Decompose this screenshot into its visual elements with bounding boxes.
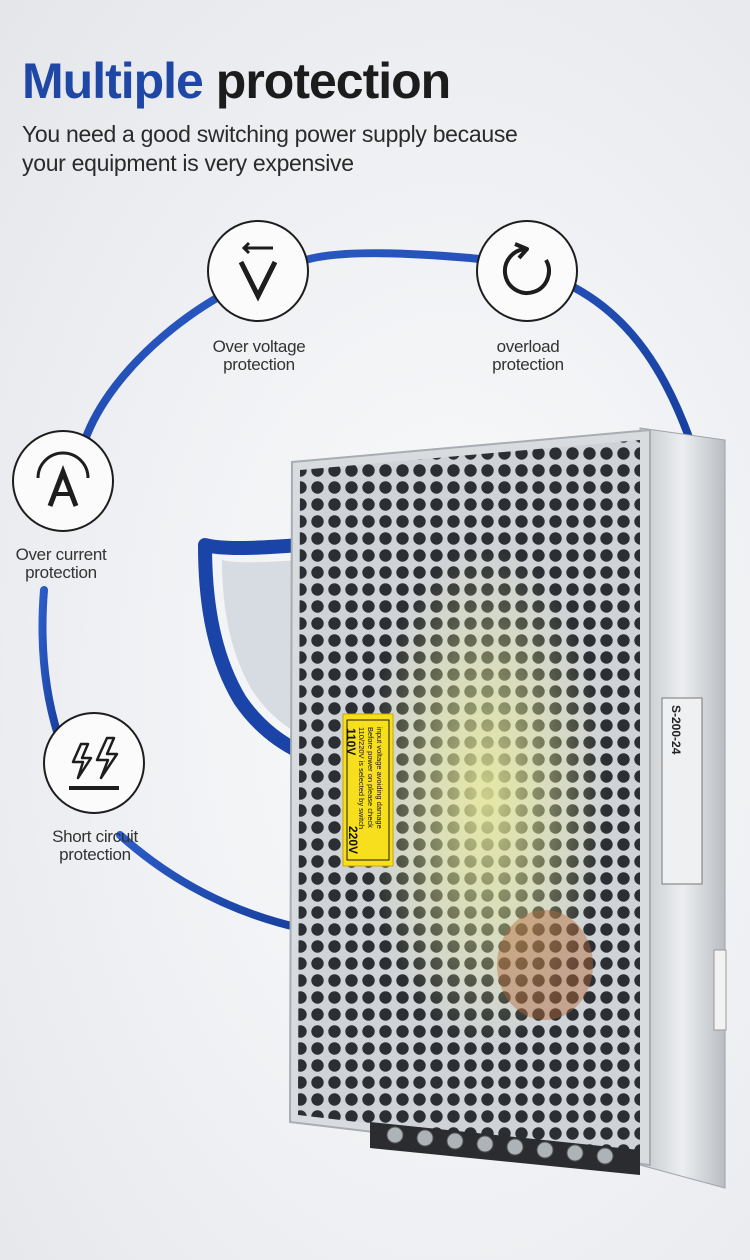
voltage-warning-label: 110/220V is selected by switch Before po… xyxy=(342,713,394,867)
over-voltage-label: Over voltage protection xyxy=(212,337,306,374)
page-subtitle: You need a good switching power supply b… xyxy=(22,121,518,176)
short-circuit-label: Short circuit protection xyxy=(52,827,138,864)
overload-label: overload protection xyxy=(492,337,564,374)
over-voltage-icon xyxy=(238,241,278,302)
short-circuit-badge xyxy=(43,712,145,814)
over-current-icon xyxy=(36,451,90,507)
overload-badge xyxy=(476,220,578,322)
short-circuit-icon xyxy=(69,736,119,790)
warning-text-line3: input voltage avoiding damage xyxy=(375,727,384,829)
spec-label xyxy=(661,697,703,885)
page-title: Multiple protection xyxy=(22,53,451,109)
warning-text-top: 110/220V is selected by switch xyxy=(357,727,366,829)
title-accent: Multiple xyxy=(22,53,204,109)
voltage-high-text: 220V xyxy=(346,826,360,854)
voltage-low-text: 110V xyxy=(344,728,358,755)
model-text: S-200-24 xyxy=(669,705,683,755)
title-rest: protection xyxy=(215,53,451,109)
over-current-badge xyxy=(12,430,114,532)
warning-text-line2: Before power on please check xyxy=(366,727,375,828)
over-voltage-badge xyxy=(207,220,309,322)
overload-icon xyxy=(502,242,551,295)
over-current-label: Over current protection xyxy=(15,545,107,582)
